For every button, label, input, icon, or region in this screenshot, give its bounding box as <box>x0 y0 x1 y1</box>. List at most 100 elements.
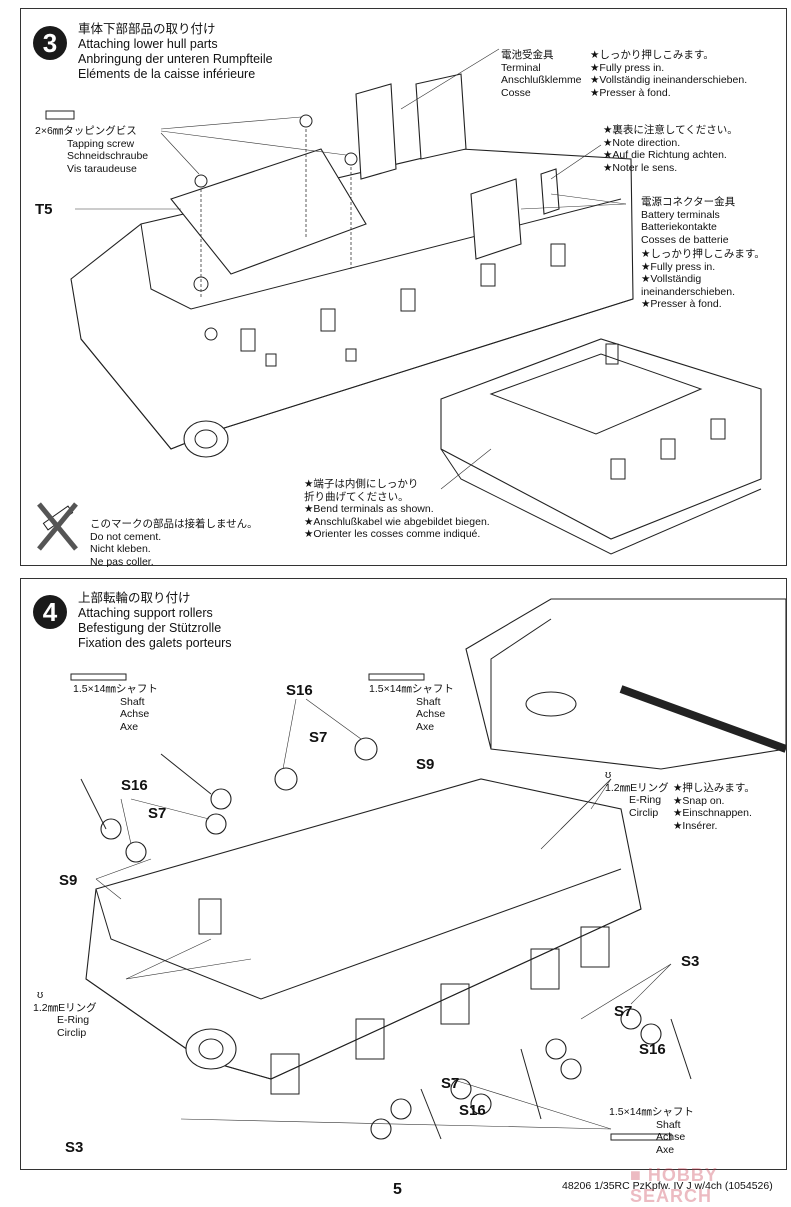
title-de: Befestigung der Stützrolle <box>78 621 222 635</box>
ering-de: Circlip <box>629 806 659 819</box>
title-ja: 上部転輪の取り付け <box>78 591 191 605</box>
terminal-label: 電池受金具 Terminal Anschlußklemme Cosse <box>501 49 582 99</box>
shaft-ja: 1.5×14㎜シャフト <box>369 683 454 695</box>
step-3-panel: 3 車体下部部品の取り付け Attaching lower hull parts… <box>20 8 787 568</box>
page-number: 5 <box>393 1181 402 1198</box>
part-label-s16: S16 <box>121 777 148 794</box>
note-line: ★Fully press in. <box>590 61 665 74</box>
note-line: ★Fully press in. <box>641 260 716 273</box>
note-line: ★しっかり押しこみます。 <box>590 49 714 61</box>
screw-de: Schneidschraube <box>67 150 149 162</box>
ering-de: Circlip <box>57 1026 87 1039</box>
part-label-s16: S16 <box>286 682 313 699</box>
title-en: Attaching lower hull parts <box>78 37 218 51</box>
shaft-ja: 1.5×14㎜シャフト <box>609 1106 694 1118</box>
note-line: ineinanderschieben. <box>641 285 735 298</box>
part-label-s7: S7 <box>441 1075 460 1092</box>
part-label-s9: S9 <box>416 756 435 773</box>
battery-de: Batteriekontakte <box>641 221 717 233</box>
direction-note: ★裏表に注意してください。 ★Note direction. ★Auf die … <box>603 124 738 174</box>
shaft-fr: Axe <box>120 720 139 733</box>
note-line: ★しっかり押しこみます。 <box>641 248 765 260</box>
note-line: ★Anschlußkabel wie abgebildet biegen. <box>304 515 490 528</box>
note-line: ★Presser à fond. <box>641 298 722 310</box>
part-label-s7: S7 <box>148 805 167 822</box>
note-line: ★Snap on. <box>673 794 725 807</box>
note-line: このマークの部品は接着しません。 <box>90 518 258 530</box>
terminal-de: Anschlußklemme <box>501 74 582 86</box>
step-number-badge: 4 <box>33 595 67 629</box>
terminal-fr: Cosse <box>501 86 531 99</box>
part-label-s3: S3 <box>65 1139 84 1156</box>
no-cement-note: このマークの部品は接着しません。 Do not cement. Nicht kl… <box>90 518 258 568</box>
product-code: 48206 1/35RC PzKpfw. IV J w/4ch (1054526… <box>562 1180 773 1192</box>
note-line: 折り曲げてください。 <box>304 490 409 503</box>
note-line: ★Orienter les cosses comme indiqué. <box>304 528 481 540</box>
step-number-badge: 3 <box>33 26 67 60</box>
ering-ja: 1.2㎜Eリング <box>605 781 669 794</box>
ering-icon: ʊ <box>605 769 612 781</box>
battery-ja: 電源コネクター金具 <box>641 196 736 208</box>
ering-en: E-Ring <box>629 794 662 806</box>
part-label-s16: S16 <box>459 1102 486 1119</box>
ering-ja: 1.2㎜Eリング <box>33 1001 97 1014</box>
title-de: Anbringung der unteren Rumpfteile <box>78 52 273 66</box>
note-line: ★Auf die Richtung achten. <box>603 149 727 161</box>
note-line: Nicht kleben. <box>90 543 151 555</box>
shaft-de: Achse <box>656 1131 686 1143</box>
shaft-en: Shaft <box>416 695 441 708</box>
battery-fr: Cosses de batterie <box>641 233 729 246</box>
step-3-title: 車体下部部品の取り付け Attaching lower hull parts A… <box>78 22 273 82</box>
lower-hull-illustration <box>37 48 762 555</box>
title-ja: 車体下部部品の取り付け <box>78 22 216 36</box>
shaft-label-right: 1.5×14㎜シャフト Shaft Achse Axe <box>369 683 454 733</box>
part-label-s7: S7 <box>614 1003 633 1020</box>
snap-note: ★押し込みます。 ★Snap on. ★Einschnappen. ★Insér… <box>673 782 755 832</box>
note-line: ★Bend terminals as shown. <box>304 503 434 515</box>
shaft-ja: 1.5×14㎜シャフト <box>73 683 158 695</box>
screw-en: Tapping screw <box>67 137 135 150</box>
screw-fr: Vis taraudeuse <box>67 162 137 175</box>
step-4-panel: 4 上部転輪の取り付け Attaching support rollers Be… <box>20 578 787 1170</box>
terminal-en: Terminal <box>501 61 541 74</box>
note-line: ★Einschnappen. <box>673 807 752 819</box>
part-label-t5: T5 <box>35 201 53 218</box>
support-rollers-illustration <box>70 598 786 1141</box>
shaft-en: Shaft <box>120 695 145 708</box>
shaft-label-bottom: 1.5×14㎜シャフト Shaft Achse Axe <box>609 1106 694 1156</box>
screw-ja: 2×6㎜タッピングビス <box>35 125 137 137</box>
note-line: ★Vollständig <box>641 273 702 285</box>
note-line: ★Vollständig ineinanderschieben. <box>590 74 748 86</box>
note-line: ★Insérer. <box>673 819 718 832</box>
title-en: Attaching support rollers <box>78 606 213 620</box>
title-fr: Fixation des galets porteurs <box>78 636 232 650</box>
note-line: ★押し込みます。 <box>673 782 755 794</box>
screw-label: 2×6㎜タッピングビス Tapping screw Schneidschraub… <box>35 125 148 175</box>
shaft-de: Achse <box>120 708 150 720</box>
note-line: ★Presser à fond. <box>590 86 671 99</box>
watermark-logo: ■ HOBBY SEARCH <box>630 1165 718 1206</box>
shaft-de: Achse <box>416 708 446 720</box>
shaft-label-left: 1.5×14㎜シャフト Shaft Achse Axe <box>73 683 158 733</box>
ering-en: E-Ring <box>57 1014 90 1026</box>
battery-terminals-label: 電源コネクター金具 Battery terminals Batteriekont… <box>641 196 765 311</box>
part-label-s7: S7 <box>309 729 328 746</box>
note-line: Ne pas coller. <box>90 555 154 568</box>
terminal-ja: 電池受金具 <box>501 49 554 61</box>
note-line: ★Noter le sens. <box>603 161 678 174</box>
press-note: ★しっかり押しこみます。 ★Fully press in. ★Vollständ… <box>590 49 747 99</box>
no-cement-icon <box>37 502 78 551</box>
part-label-s3: S3 <box>681 953 700 970</box>
battery-en: Battery terminals <box>641 208 720 221</box>
ering-label-left: ʊ 1.2㎜Eリング E-Ring Circlip <box>17 989 97 1039</box>
step-4-title: 上部転輪の取り付け Attaching support rollers Befe… <box>78 591 232 651</box>
part-label-s9: S9 <box>59 872 78 889</box>
bend-note: ★端子は内側にしっかり 折り曲げてください。 ★Bend terminals a… <box>304 478 490 541</box>
part-label-s16: S16 <box>639 1041 666 1058</box>
note-line: ★Note direction. <box>603 136 681 149</box>
shaft-en: Shaft <box>656 1118 681 1131</box>
note-line: ★裏表に注意してください。 <box>603 124 738 136</box>
shaft-fr: Axe <box>656 1143 675 1156</box>
note-line: Do not cement. <box>90 530 162 543</box>
shaft-fr: Axe <box>416 720 435 733</box>
